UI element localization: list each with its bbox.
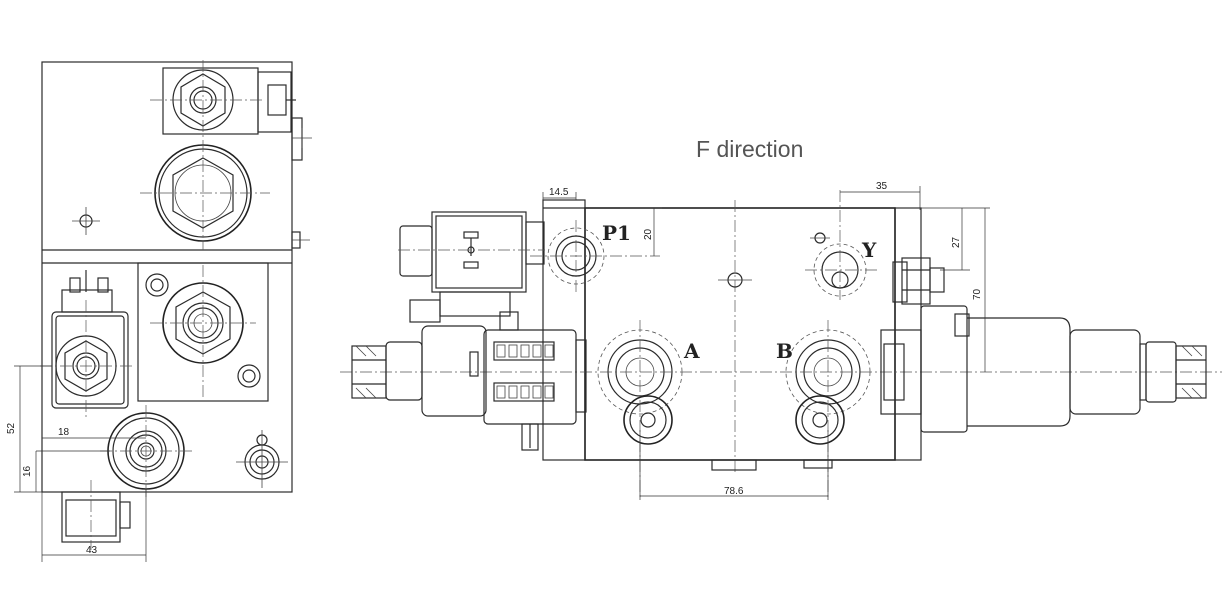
view-title: F direction	[696, 136, 803, 162]
dim-52-label: 52	[6, 422, 17, 434]
front-right-solenoid	[920, 305, 1207, 433]
side-view: 52 16 18 43	[6, 60, 312, 562]
side-dims	[14, 365, 147, 562]
port-y	[805, 190, 880, 300]
front-left-coil	[421, 325, 587, 451]
dim-16-label: 16	[22, 465, 33, 477]
side-left-solenoid	[40, 270, 135, 420]
front-left-fitting	[351, 341, 423, 401]
port-p1-label: P1	[602, 221, 631, 245]
front-manifold-block	[584, 207, 896, 461]
port-p1	[530, 220, 660, 292]
dim-35-label: 35	[876, 181, 888, 192]
port-a-label: A	[683, 339, 700, 363]
front-right-fittings	[880, 257, 945, 415]
front-view: P1 Y A	[340, 181, 1222, 500]
side-lower-block	[137, 262, 269, 402]
side-view-body	[41, 61, 293, 493]
port-y-label: Y	[861, 238, 877, 262]
dim-27-label: 27	[951, 236, 962, 248]
dim-20-label: 20	[643, 228, 654, 240]
dim-78-6-label: 78.6	[724, 486, 744, 497]
dim-70-label: 70	[972, 288, 983, 300]
port-b-label: B	[776, 339, 793, 363]
side-bottom-fitting	[100, 405, 195, 500]
front-upper-connector	[398, 211, 545, 331]
dim-43-label: 43	[86, 545, 98, 556]
dim-14-5-label: 14.5	[549, 187, 569, 198]
dim-18-label: 18	[58, 427, 70, 438]
